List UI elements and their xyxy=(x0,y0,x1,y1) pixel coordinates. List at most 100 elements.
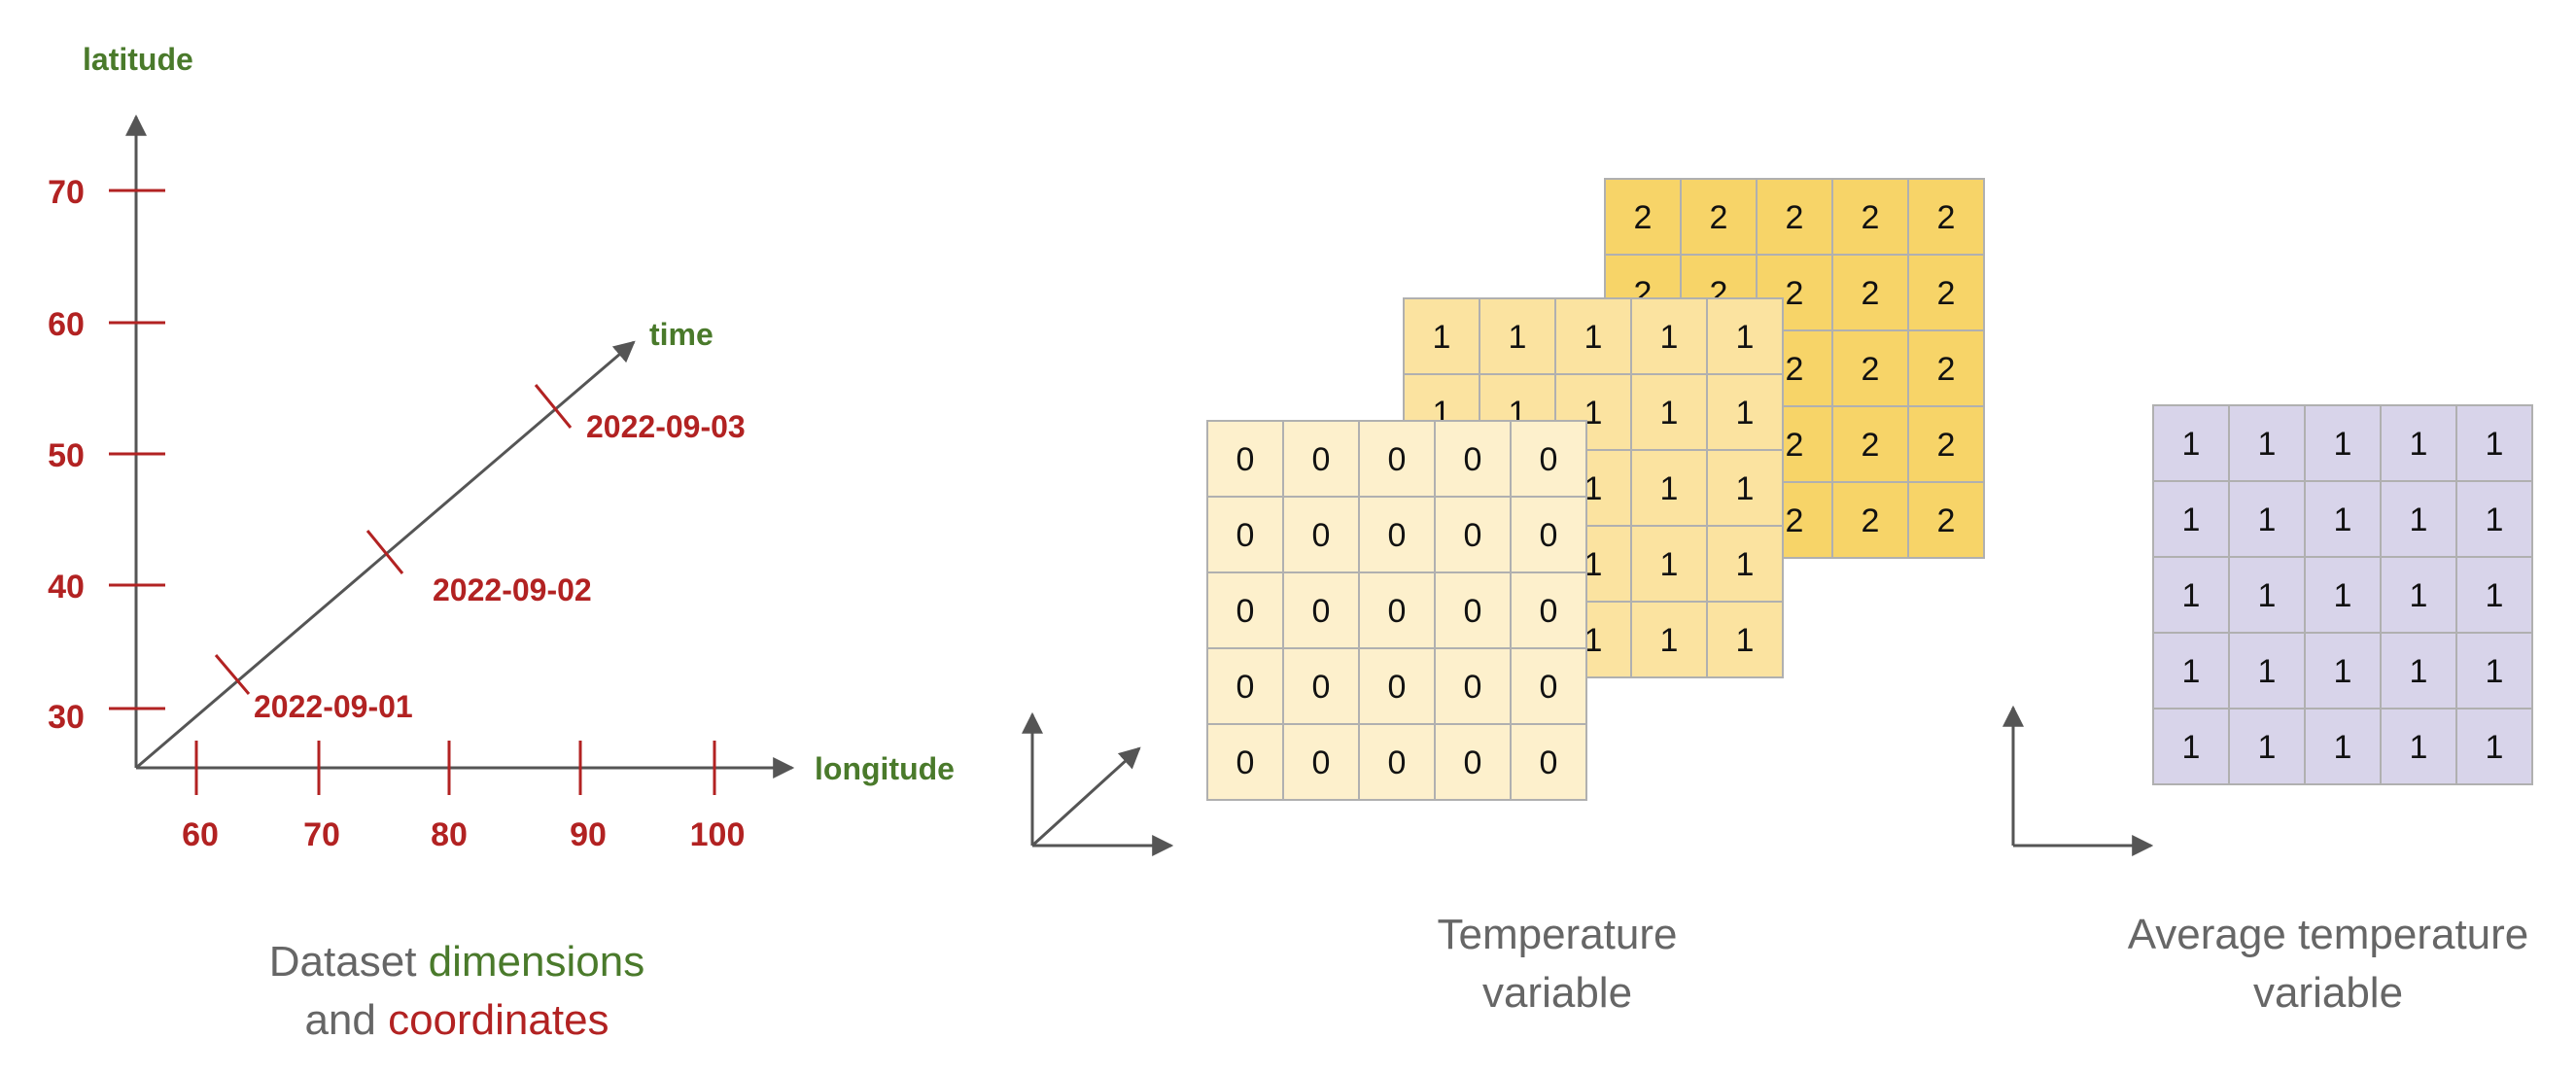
grid-cell xyxy=(2455,708,2533,785)
grid-cell-value: 1 xyxy=(2334,426,2352,463)
grid-cell-value: 1 xyxy=(1584,470,1603,507)
grid-cell-value: 1 xyxy=(1660,470,1679,507)
grid-cell-value: 2 xyxy=(1937,351,1956,388)
grid-cell-value: 1 xyxy=(2486,426,2504,463)
latitude-tick-group: 70 60 50 40 30 xyxy=(48,174,165,736)
grid-cell-value: 1 xyxy=(1736,319,1755,356)
grid-cell-value: 2 xyxy=(1937,427,1956,464)
grid-cell-value: 1 xyxy=(2334,729,2352,766)
temperature-caption-line1: Temperature xyxy=(1437,911,1678,958)
grid-cell-value: 0 xyxy=(1464,669,1482,706)
grid-cell-value: 1 xyxy=(1584,622,1603,659)
grid-cell-value: 1 xyxy=(1433,319,1451,356)
grid-cell-value: 1 xyxy=(1736,395,1755,432)
grid-cell-value: 2 xyxy=(1634,199,1653,236)
longitude-tick-label: 80 xyxy=(431,816,468,853)
grid-cell-value: 1 xyxy=(1660,546,1679,583)
grid-cell-value: 0 xyxy=(1236,593,1255,630)
grid-cell-value: 1 xyxy=(2410,729,2428,766)
grid-cell-value: 2 xyxy=(1937,199,1956,236)
time-tick-mark xyxy=(366,530,404,574)
grid-cell-value: 0 xyxy=(1464,593,1482,630)
grid-cell-value: 2 xyxy=(1786,427,1804,464)
grid-cell xyxy=(1706,601,1784,678)
grid-background xyxy=(1206,420,1587,801)
grid-cell-value: 2 xyxy=(1862,351,1880,388)
grid-cell-value: 0 xyxy=(1388,441,1407,478)
grid-cell-value: 1 xyxy=(1660,319,1679,356)
grid-cell-value: 0 xyxy=(1540,669,1558,706)
grid-cell-value: 2 xyxy=(1786,502,1804,539)
dataset-caption-line1: Dataset dimensions xyxy=(175,933,739,991)
grid-cell xyxy=(1510,723,1587,801)
grid-cell-value: 0 xyxy=(1464,517,1482,554)
grid-cell-value: 0 xyxy=(1388,593,1407,630)
latitude-label: latitude xyxy=(83,42,193,77)
grid-cell-value: 1 xyxy=(1584,395,1603,432)
longitude-tick-label: 90 xyxy=(570,816,607,853)
grid-cell-value: 1 xyxy=(2258,426,2277,463)
grid-cell-value: 0 xyxy=(1388,669,1407,706)
grid-cell-value: 1 xyxy=(2486,502,2504,538)
dimensions-panel: latitude time longitude 70 60 50 40 30 6… xyxy=(48,42,955,853)
time-tick-group: 2022-09-01 2022-09-02 2022-09-03 xyxy=(214,384,746,724)
grid-cell-value: 1 xyxy=(1509,319,1527,356)
grid-cell-value: 1 xyxy=(2258,577,2277,614)
grid-cell-value: 1 xyxy=(2410,426,2428,463)
grid-cell-value: 1 xyxy=(2182,426,2201,463)
grid-cell-value: 1 xyxy=(2410,502,2428,538)
grid-cell-value: 0 xyxy=(1388,517,1407,554)
time-tick-label: 2022-09-01 xyxy=(254,689,413,724)
grid-cell-value: 0 xyxy=(1312,669,1331,706)
grid-cell-value: 1 xyxy=(2182,577,2201,614)
temperature-mini-axes xyxy=(1022,711,1174,856)
mini-axis-diagonal xyxy=(1030,746,1141,848)
grid-cell-value: 1 xyxy=(2334,577,2352,614)
dimensions-word: dimensions xyxy=(428,938,645,986)
temperature-caption-line2: variable xyxy=(1481,969,1633,1017)
grid-cell-value: 2 xyxy=(1710,199,1728,236)
dataset-caption-line2: and coordinates xyxy=(175,991,739,1050)
grid-cell-value: 0 xyxy=(1388,744,1407,781)
time-tick-label: 2022-09-02 xyxy=(433,572,592,607)
grid-cell-value: 1 xyxy=(1584,546,1603,583)
average-caption-line2: variable xyxy=(2252,969,2404,1017)
grid-cell-value: 0 xyxy=(1540,517,1558,554)
average-temperature-caption: Average temperature variable xyxy=(2090,906,2566,1022)
grid-cell-value: 1 xyxy=(2258,729,2277,766)
coordinates-word: coordinates xyxy=(388,996,609,1044)
grid-cell xyxy=(1907,481,1985,559)
longitude-tick-label: 70 xyxy=(303,816,340,853)
grid-cell-value: 2 xyxy=(1862,275,1880,312)
average-mini-axes xyxy=(2002,705,2154,856)
dataset-caption-and: and xyxy=(304,996,389,1044)
longitude-tick-group: 60 70 80 90 100 xyxy=(182,741,745,853)
grid-cell-value: 0 xyxy=(1540,593,1558,630)
grid-cell-value: 0 xyxy=(1464,744,1482,781)
grid-cell-value: 2 xyxy=(1786,351,1804,388)
grid-cell-value: 1 xyxy=(2182,729,2201,766)
grid-cell-value: 2 xyxy=(1937,502,1956,539)
grid-cell-value: 0 xyxy=(1236,669,1255,706)
grid-cell-value: 1 xyxy=(1660,622,1679,659)
grid-cell-value: 0 xyxy=(1464,441,1482,478)
longitude-tick-label: 100 xyxy=(690,816,746,853)
grid-cell-value: 1 xyxy=(2334,653,2352,690)
grid-cell-value: 1 xyxy=(2182,653,2201,690)
latitude-tick-label: 70 xyxy=(48,174,85,211)
grid-cell-value: 1 xyxy=(1660,395,1679,432)
grid-cell-value: 1 xyxy=(2486,653,2504,690)
temperature-caption: Temperature variable xyxy=(1341,906,1773,1022)
grid-cell-value: 0 xyxy=(1312,593,1331,630)
grid-cell-value: 1 xyxy=(2182,502,2201,538)
grid-cell-value: 0 xyxy=(1236,744,1255,781)
time-tick-mark xyxy=(214,654,251,695)
grid-cell-value: 0 xyxy=(1312,744,1331,781)
average-caption-line1: Average temperature xyxy=(2127,911,2529,958)
grid-cell-value: 1 xyxy=(1584,319,1603,356)
grid-cell-value: 1 xyxy=(1736,622,1755,659)
